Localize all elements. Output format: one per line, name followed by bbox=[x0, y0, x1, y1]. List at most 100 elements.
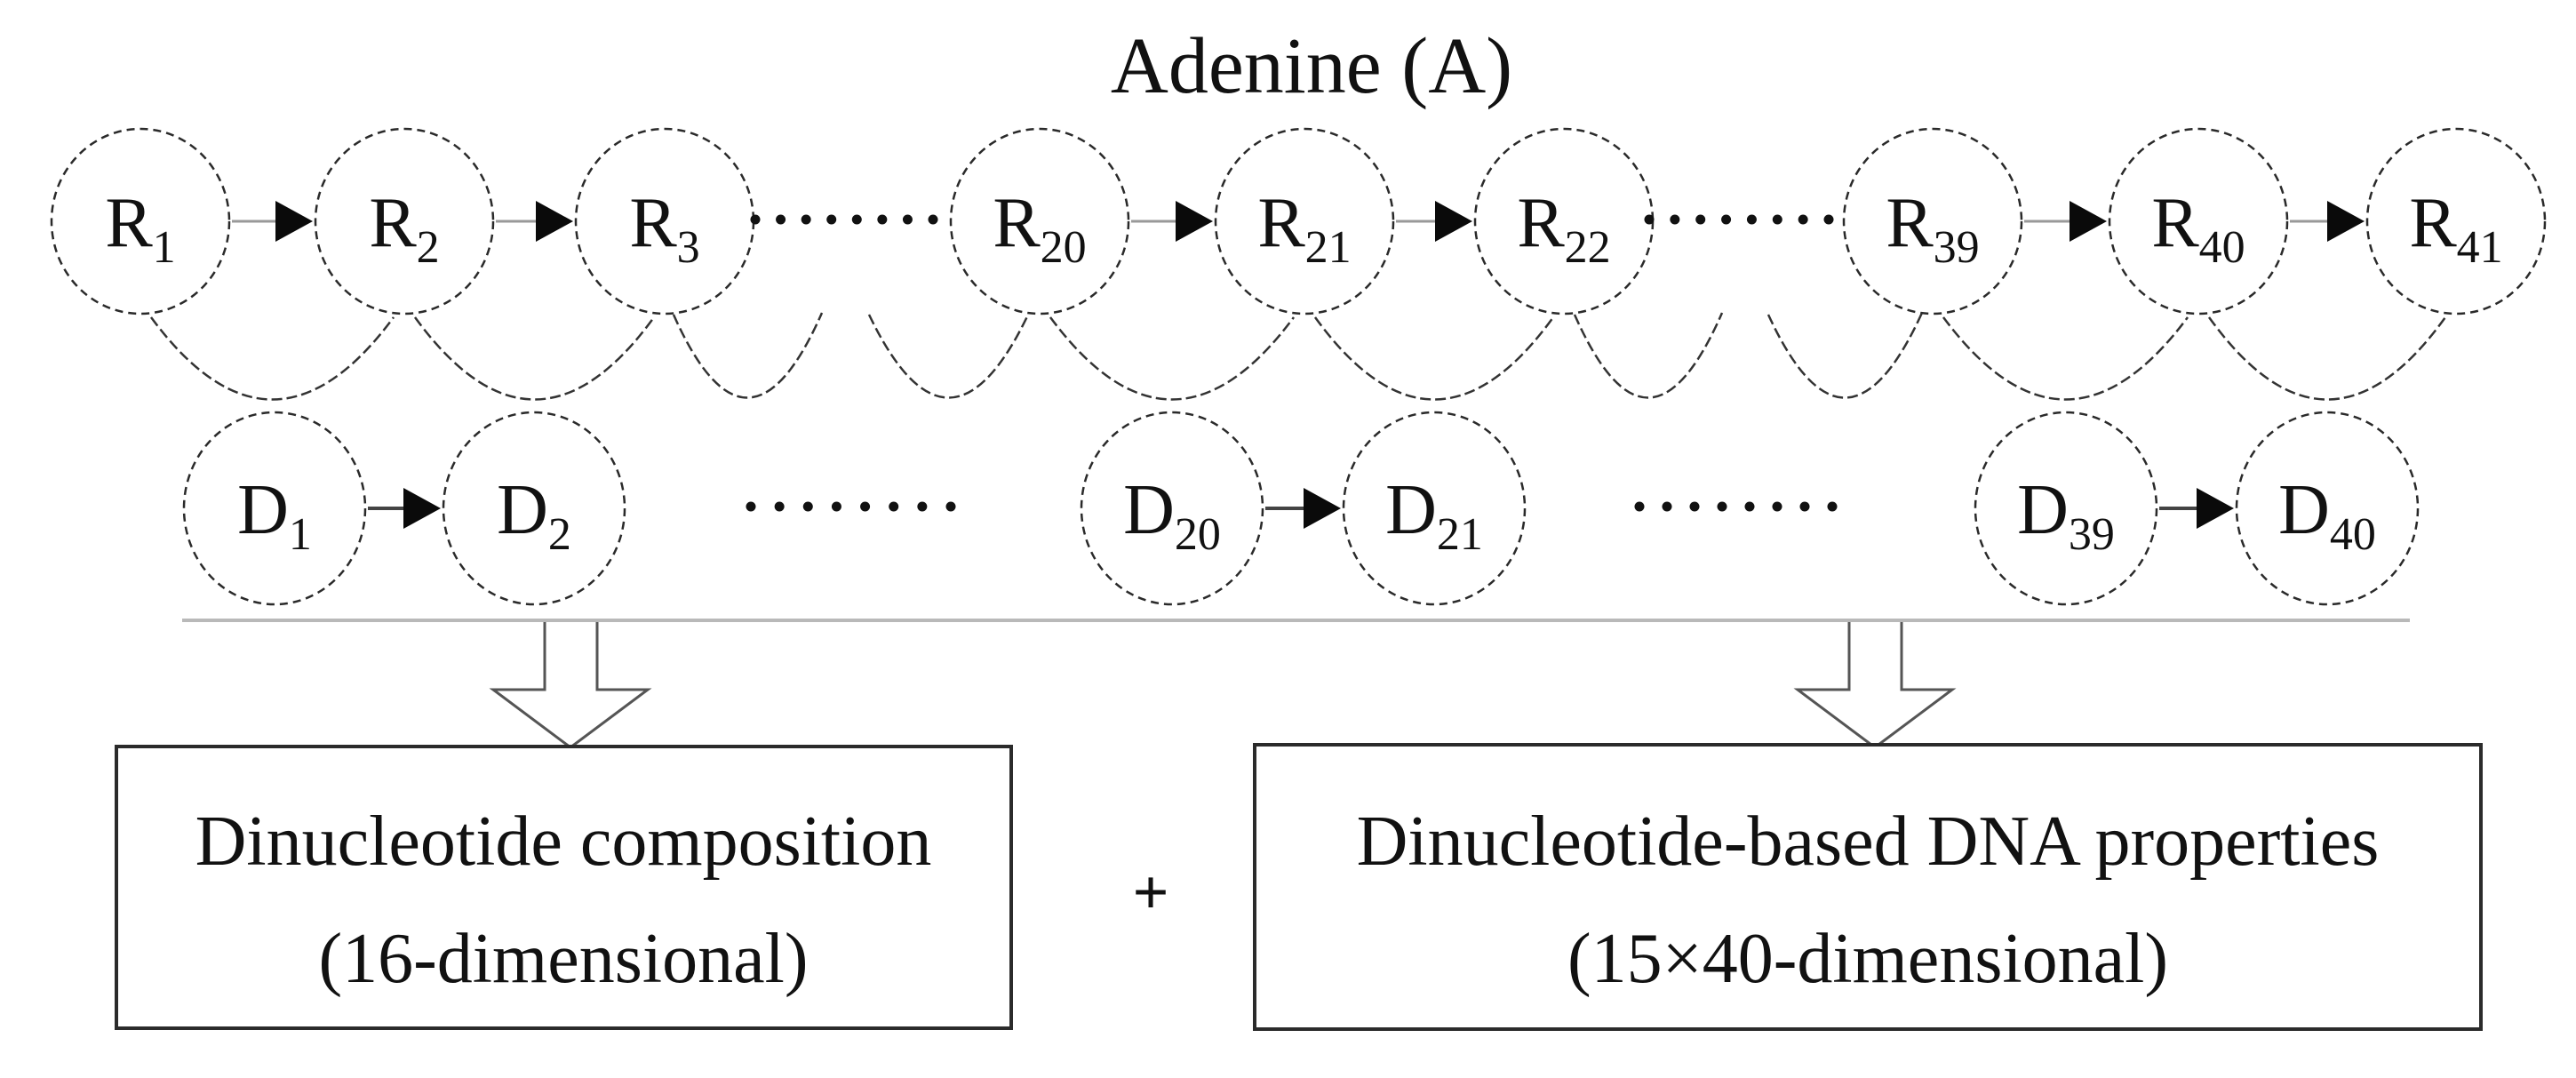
residue-row-group: R1 R2 R3 R20 R21 R22 R39 R40 R41 bbox=[50, 127, 2547, 315]
dinucleotide-ellipsis-dot bbox=[1772, 501, 1782, 512]
residue-ellipsis-dot bbox=[1798, 214, 1808, 225]
right-box-frame bbox=[1253, 743, 2483, 1031]
right-box: Dinucleotide-based DNA properties (15×40… bbox=[1253, 743, 2483, 1031]
pairing-arc bbox=[1942, 316, 2189, 401]
dinucleotide-ellipsis-dot bbox=[1689, 501, 1700, 512]
residue-node-label: R41 bbox=[2409, 184, 2502, 273]
residue-node-label: R40 bbox=[2151, 184, 2245, 273]
residue-ellipsis-dot bbox=[877, 214, 888, 225]
dinucleotide-node-circle bbox=[1080, 411, 1264, 606]
residue-node-R40: R40 bbox=[2108, 127, 2289, 315]
residue-node-R21: R21 bbox=[1214, 127, 1395, 315]
dinucleotide-ellipsis-dot bbox=[860, 501, 871, 512]
dinucleotide-node-label: D1 bbox=[237, 471, 312, 560]
residue-node-R2: R2 bbox=[314, 127, 495, 315]
residue-arrowhead-icon bbox=[2327, 201, 2365, 242]
pairing-arc-partial bbox=[867, 312, 1031, 399]
residue-ellipsis-dot bbox=[1695, 214, 1706, 225]
right-down-arrow-icon bbox=[1793, 622, 1957, 749]
residue-node-label: R21 bbox=[1257, 184, 1351, 273]
dinucleotide-node-D1: D1 bbox=[182, 411, 367, 606]
residue-node-label: R39 bbox=[1886, 184, 1979, 273]
residue-node-R41: R41 bbox=[2365, 127, 2547, 315]
residue-node-R39: R39 bbox=[1842, 127, 2023, 315]
residue-ellipsis-dot bbox=[750, 214, 761, 225]
dinucleotide-ellipsis-dot bbox=[889, 501, 899, 512]
residue-ellipsis-dot bbox=[928, 214, 938, 225]
residue-arrowhead-icon bbox=[1176, 201, 1213, 242]
dinucleotide-ellipsis-dot bbox=[1662, 501, 1672, 512]
residue-arrowhead-icon bbox=[2070, 201, 2107, 242]
residue-node-R1: R1 bbox=[50, 127, 231, 315]
dinucleotide-node-D2: D2 bbox=[442, 411, 626, 606]
pairing-arc-partial bbox=[1573, 312, 1724, 399]
pairing-arc bbox=[2207, 316, 2447, 401]
residue-ellipsis-dot bbox=[776, 214, 786, 225]
dinucleotide-ellipsis-dot bbox=[1744, 501, 1755, 512]
dinucleotide-ellipsis-dot bbox=[1717, 501, 1727, 512]
pairing-arc bbox=[1049, 316, 1296, 401]
dinucleotide-node-label: D39 bbox=[2017, 471, 2115, 560]
dinucleotide-arrowhead-icon bbox=[1304, 488, 1341, 529]
pairing-arc bbox=[1313, 316, 1555, 401]
residue-ellipsis-dot bbox=[826, 214, 837, 225]
residue-ellipsis-dot bbox=[1670, 214, 1680, 225]
dinucleotide-node-D21: D21 bbox=[1342, 411, 1527, 606]
left-down-arrow-icon bbox=[489, 622, 652, 749]
dinucleotide-node-label: D21 bbox=[1385, 471, 1483, 560]
dinucleotide-node-label: D20 bbox=[1123, 471, 1221, 560]
residue-node-circle bbox=[314, 127, 495, 315]
figure-title: Adenine (A) bbox=[1111, 22, 1512, 110]
residue-node-circle bbox=[1842, 127, 2023, 315]
left-box-line2: (16-dimensional) bbox=[319, 920, 809, 998]
dinucleotide-ellipsis-dot bbox=[831, 501, 841, 512]
residue-node-R20: R20 bbox=[949, 127, 1130, 315]
dinucleotide-node-circle bbox=[182, 411, 367, 606]
plus-sign: + bbox=[1132, 857, 1168, 928]
dinucleotide-row-group: D1 D2 D20 D21 D39 D40 bbox=[182, 411, 2420, 606]
residue-ellipsis-dot bbox=[1644, 214, 1655, 225]
dinucleotide-node-label: D40 bbox=[2278, 471, 2376, 560]
dinucleotide-node-D40: D40 bbox=[2235, 411, 2420, 606]
residue-node-circle bbox=[2108, 127, 2289, 315]
dinucleotide-ellipsis-dot bbox=[746, 501, 756, 512]
residue-ellipsis-dot bbox=[1721, 214, 1732, 225]
residue-node-circle bbox=[1214, 127, 1395, 315]
left-box: Dinucleotide composition (16-dimensional… bbox=[115, 745, 1013, 1030]
residue-arrowhead-icon bbox=[1435, 201, 1472, 242]
pairing-arc bbox=[413, 316, 656, 401]
residue-ellipsis-dot bbox=[902, 214, 913, 225]
dinucleotide-node-circle bbox=[1974, 411, 2158, 606]
residue-node-label: R20 bbox=[993, 184, 1086, 273]
residue-node-label: R22 bbox=[1517, 184, 1610, 273]
pairing-arc bbox=[149, 316, 395, 401]
dinucleotide-arrowhead-icon bbox=[403, 488, 441, 529]
pairing-arc-partial bbox=[672, 312, 824, 399]
residue-node-R3: R3 bbox=[574, 127, 755, 315]
dinucleotide-node-circle bbox=[1342, 411, 1527, 606]
residue-node-label: R2 bbox=[369, 184, 439, 273]
dinucleotide-node-D39: D39 bbox=[1974, 411, 2158, 606]
dinucleotide-node-circle bbox=[442, 411, 626, 606]
dinucleotide-ellipsis-dot bbox=[1634, 501, 1645, 512]
dinucleotide-node-D20: D20 bbox=[1080, 411, 1264, 606]
dinucleotide-ellipsis-dot bbox=[802, 501, 813, 512]
residue-ellipsis-dot bbox=[851, 214, 862, 225]
residue-node-circle bbox=[949, 127, 1130, 315]
dinucleotide-ellipsis-dot bbox=[774, 501, 785, 512]
right-box-line2: (15×40-dimensional) bbox=[1567, 920, 2168, 998]
residue-node-circle bbox=[50, 127, 231, 315]
left-box-frame bbox=[115, 745, 1013, 1030]
residue-node-circle bbox=[2365, 127, 2547, 315]
right-box-line1: Dinucleotide-based DNA properties bbox=[1357, 803, 2380, 881]
residue-ellipsis-dot bbox=[1772, 214, 1782, 225]
left-box-line1: Dinucleotide composition bbox=[195, 803, 932, 881]
residue-arrowhead-icon bbox=[275, 201, 313, 242]
pairing-arcs-group bbox=[149, 312, 2447, 401]
residue-node-R22: R22 bbox=[1473, 127, 1655, 315]
dinucleotide-arrowhead-icon bbox=[2197, 488, 2234, 529]
residue-node-label: R1 bbox=[105, 184, 175, 273]
dinucleotide-ellipsis-dot bbox=[945, 501, 956, 512]
dinucleotide-ellipsis-dot bbox=[1799, 501, 1810, 512]
